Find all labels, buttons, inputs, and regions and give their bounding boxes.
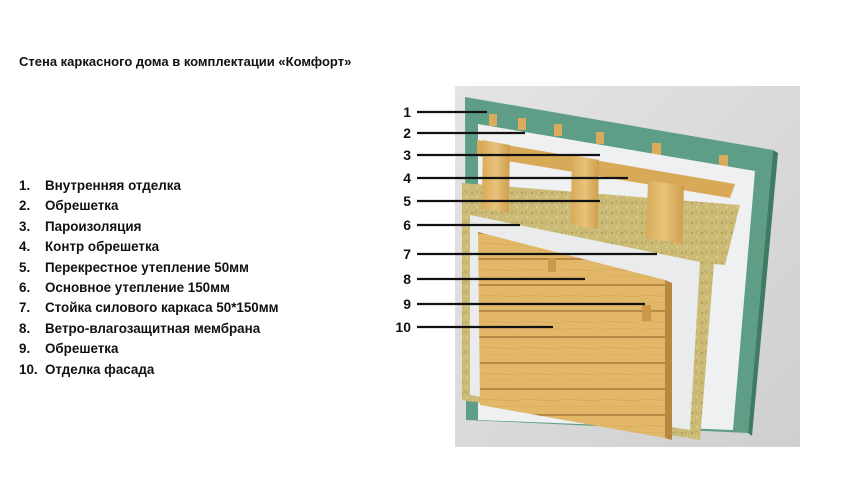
legend-item: 6. Основное утепление 150мм <box>19 278 279 298</box>
facade-boards-edge <box>665 280 672 440</box>
legend-number: 3. <box>19 218 31 234</box>
callout-numbers: 1 2 3 4 5 6 7 8 9 10 <box>395 104 411 335</box>
legend-text: Внутренняя отделка <box>45 178 181 193</box>
legend-item: 9. Обрешетка <box>19 339 279 359</box>
legend-number: 8. <box>19 320 31 336</box>
legend-number: 4. <box>19 239 31 255</box>
callout-number-7: 7 <box>403 246 411 262</box>
diagram-title: Стена каркасного дома в комплектации «Ко… <box>19 54 352 69</box>
legend-item: 8. Ветро-влагозащитная мембрана <box>19 319 279 339</box>
legend-item: 3. Пароизоляция <box>19 217 279 237</box>
callout-number-9: 9 <box>403 296 411 312</box>
legend-text: Ветро-влагозащитная мембрана <box>45 320 261 336</box>
callout-number-2: 2 <box>403 125 411 141</box>
callout-lines <box>417 110 657 329</box>
legend-item: 7. Стойка силового каркаса 50*150мм <box>19 298 279 318</box>
callout-number-4: 4 <box>403 170 411 186</box>
facade-battens <box>548 258 651 321</box>
legend-item: 4. Контр обрешетка <box>19 237 279 257</box>
legend-text: Пароизоляция <box>45 218 142 234</box>
legend-number: 9. <box>19 341 31 357</box>
legend-text: Отделка фасада <box>45 361 155 377</box>
facade-boards <box>478 232 665 438</box>
legend-item: 10. Отделка фасада <box>19 360 279 380</box>
callout-number-1: 1 <box>403 104 411 120</box>
legend-item: 5. Перекрестное утепление 50мм <box>19 258 279 278</box>
legend-text: Обрешетка <box>45 198 119 214</box>
legend-number: 2. <box>19 198 31 214</box>
legend-number: 7. <box>19 300 31 316</box>
legend-number: 10. <box>19 361 38 377</box>
callout-number-3: 3 <box>403 147 411 163</box>
legend-text: Обрешетка <box>45 341 119 357</box>
interior-finish-board-edge <box>748 150 778 436</box>
legend-number: 6. <box>19 279 31 295</box>
legend-text: Контр обрешетка <box>45 239 160 255</box>
legend-list: 1. Внутренняя отделка 2. Обрешетка 3. Парои… <box>19 176 279 380</box>
legend-text: Перекрестное утепление 50мм <box>45 259 249 275</box>
callout-number-6: 6 <box>403 217 411 233</box>
callout-number-10: 10 <box>395 319 411 335</box>
lathing-strips <box>489 114 728 168</box>
legend-text: Основное утепление 150мм <box>45 279 230 295</box>
callout-number-8: 8 <box>403 271 411 287</box>
legend-number: 5. <box>19 259 31 275</box>
legend-number: 1. <box>19 178 31 193</box>
legend-item: 1. Внутренняя отделка <box>19 176 279 196</box>
legend-text: Стойка силового каркаса 50*150мм <box>45 300 279 316</box>
legend-item: 2. Обрешетка <box>19 196 279 216</box>
callout-number-5: 5 <box>403 193 411 209</box>
